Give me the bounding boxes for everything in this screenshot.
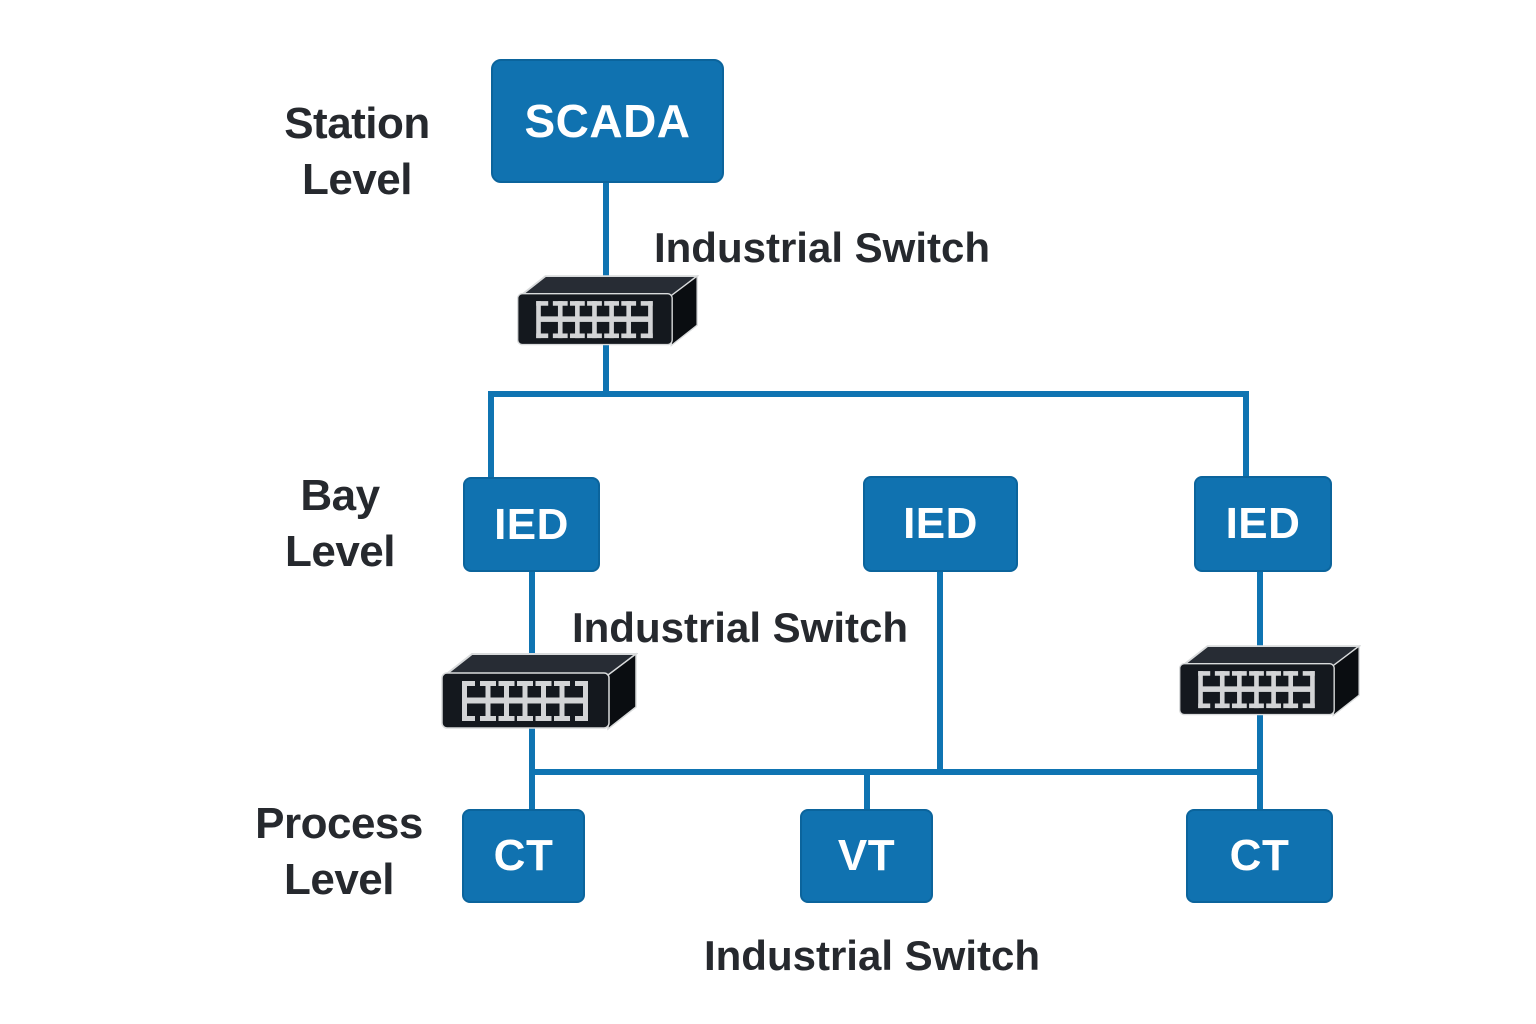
- industrial-switch-label-top: Industrial Switch: [653, 224, 991, 271]
- bay-level-line1: Bay: [300, 471, 380, 520]
- industrial-switch-icon: [514, 262, 699, 355]
- station-level-line2: Level: [301, 155, 413, 204]
- node-ct-right: CT: [1186, 809, 1333, 903]
- industrial-switch-icon: [1176, 632, 1361, 725]
- node-vt: VT: [800, 809, 933, 903]
- node-ied-right: IED: [1194, 476, 1332, 572]
- node-ied-middle: IED: [863, 476, 1018, 572]
- station-level-label: Station Level: [217, 96, 497, 208]
- process-level-line2: Level: [283, 855, 395, 904]
- wire-bus1: [488, 391, 1249, 479]
- station-level-line1: Station: [284, 99, 430, 148]
- process-level-line1: Process: [255, 799, 423, 848]
- industrial-switch-label-bottom: Industrial Switch: [703, 932, 1041, 979]
- process-level-label: Process Level: [199, 796, 479, 908]
- node-scada: SCADA: [491, 59, 724, 183]
- node-ct-left: CT: [462, 809, 585, 903]
- bay-level-line2: Level: [284, 527, 396, 576]
- industrial-switch-label-middle: Industrial Switch: [571, 604, 909, 651]
- node-ied-left: IED: [463, 477, 600, 572]
- industrial-switch-icon: [438, 639, 638, 739]
- bay-level-label: Bay Level: [200, 468, 480, 580]
